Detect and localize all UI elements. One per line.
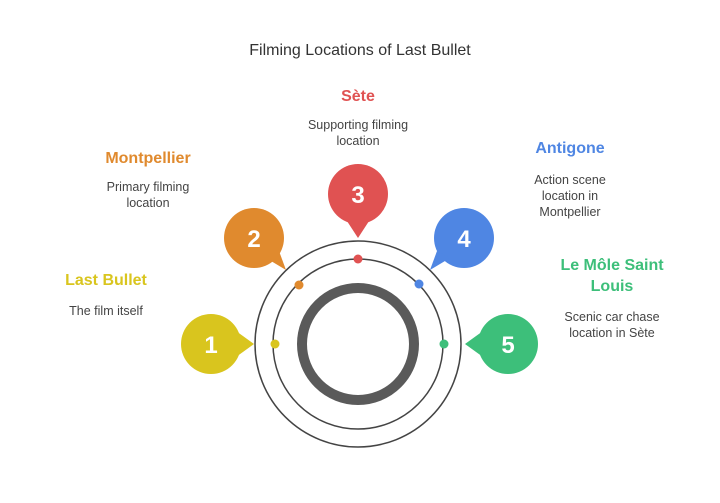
ring-dot-5 <box>439 339 449 349</box>
item-3-label: Sète Supporting filming location <box>290 86 426 149</box>
item-3-description: Supporting filming location <box>307 118 409 148</box>
ring-dot-1 <box>270 339 280 349</box>
center-ring <box>297 283 419 405</box>
outer-ring <box>254 240 462 448</box>
item-5-heading: Le Môle Saint Louis <box>560 257 664 295</box>
number-1: 1 <box>204 332 217 359</box>
item-5-label: Le Môle Saint Louis Scenic car chase loc… <box>546 255 678 341</box>
item-2-label: Montpellier Primary filming location <box>88 148 208 211</box>
item-1-label: Last Bullet The film itself <box>46 270 166 319</box>
ring-dot-3 <box>353 254 363 264</box>
item-4-heading: Antigone <box>535 140 605 157</box>
diagram-title: Filming Locations of Last Bullet <box>249 42 471 59</box>
bubble-3 <box>328 164 388 238</box>
item-1-description: The film itself <box>69 304 143 318</box>
bubble-1 <box>181 314 254 374</box>
item-4-description: Action scene location in Montpellier <box>534 173 606 219</box>
item-3-heading: Sète <box>341 88 375 105</box>
bubble-5 <box>465 314 538 374</box>
number-5: 5 <box>501 332 514 359</box>
item-5-description: Scenic car chase location in Sète <box>564 310 660 340</box>
item-4-label: Antigone Action scene location in Montpe… <box>510 138 630 220</box>
item-2-description: Primary filming location <box>106 180 190 210</box>
number-4: 4 <box>457 226 471 253</box>
item-2-heading: Montpellier <box>105 150 191 167</box>
number-3: 3 <box>351 182 364 209</box>
ring-dot-4 <box>414 279 424 289</box>
ring-dot-2 <box>294 280 304 290</box>
bubble-4 <box>430 208 494 270</box>
bubble-2 <box>224 208 286 270</box>
item-1-heading: Last Bullet <box>65 272 147 289</box>
number-2: 2 <box>247 226 260 253</box>
